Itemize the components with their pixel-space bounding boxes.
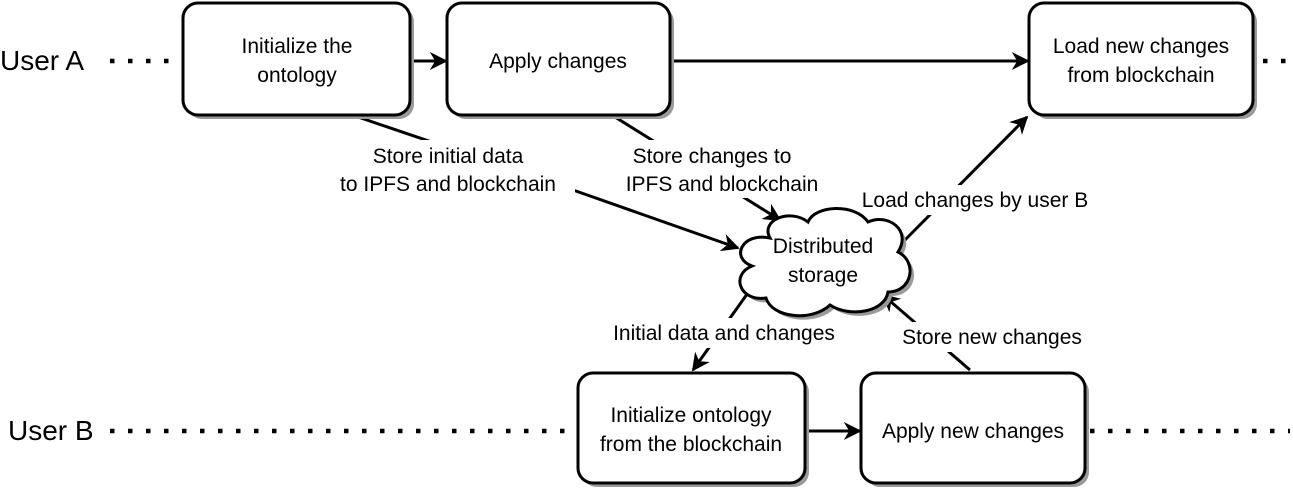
node-apply-new-changes-label: Apply new changes [882, 420, 1064, 443]
node-initialize-from-blockchain-line1: Initialize ontology [610, 404, 772, 427]
edge-label-store-changes-2: IPFS and blockchain [626, 173, 819, 196]
node-apply-new-changes: Apply new changes [859, 371, 1089, 487]
node-apply-changes-label: Apply changes [489, 50, 627, 73]
node-load-new-changes-line2: from blockchain [1067, 64, 1214, 87]
edge-label-store-changes-1: Store changes to [633, 145, 792, 168]
lane-label-user-a: User A [0, 45, 84, 76]
edge-label-initial-and-changes: Initial data and changes [613, 322, 835, 345]
node-initialize-from-blockchain: Initialize ontology from the blockchain [576, 371, 809, 487]
node-distributed-storage-line2: storage [788, 264, 858, 287]
lane-label-user-b: User B [8, 415, 94, 446]
edge-label-load-by-b: Load changes by user B [862, 189, 1089, 212]
node-distributed-storage-line1: Distributed [773, 235, 873, 258]
node-load-new-changes-line1: Load new changes [1053, 35, 1229, 58]
node-initialize-ontology-line1: Initialize the [242, 35, 353, 58]
edge-label-store-new: Store new changes [902, 326, 1082, 349]
node-load-new-changes: Load new changes from blockchain [1027, 1, 1257, 119]
node-initialize-from-blockchain-line2: from the blockchain [600, 433, 782, 456]
node-apply-changes: Apply changes [445, 1, 674, 119]
node-distributed-storage-cloud: Distributed storage [738, 207, 915, 320]
edge-load-by-b [893, 115, 1029, 252]
node-initialize-ontology-line2: ontology [257, 64, 337, 87]
node-initialize-ontology: Initialize the ontology [181, 1, 414, 119]
edge-label-store-initial-2: to IPFS and blockchain [340, 173, 556, 196]
edge-label-store-initial-1: Store initial data [373, 145, 524, 168]
